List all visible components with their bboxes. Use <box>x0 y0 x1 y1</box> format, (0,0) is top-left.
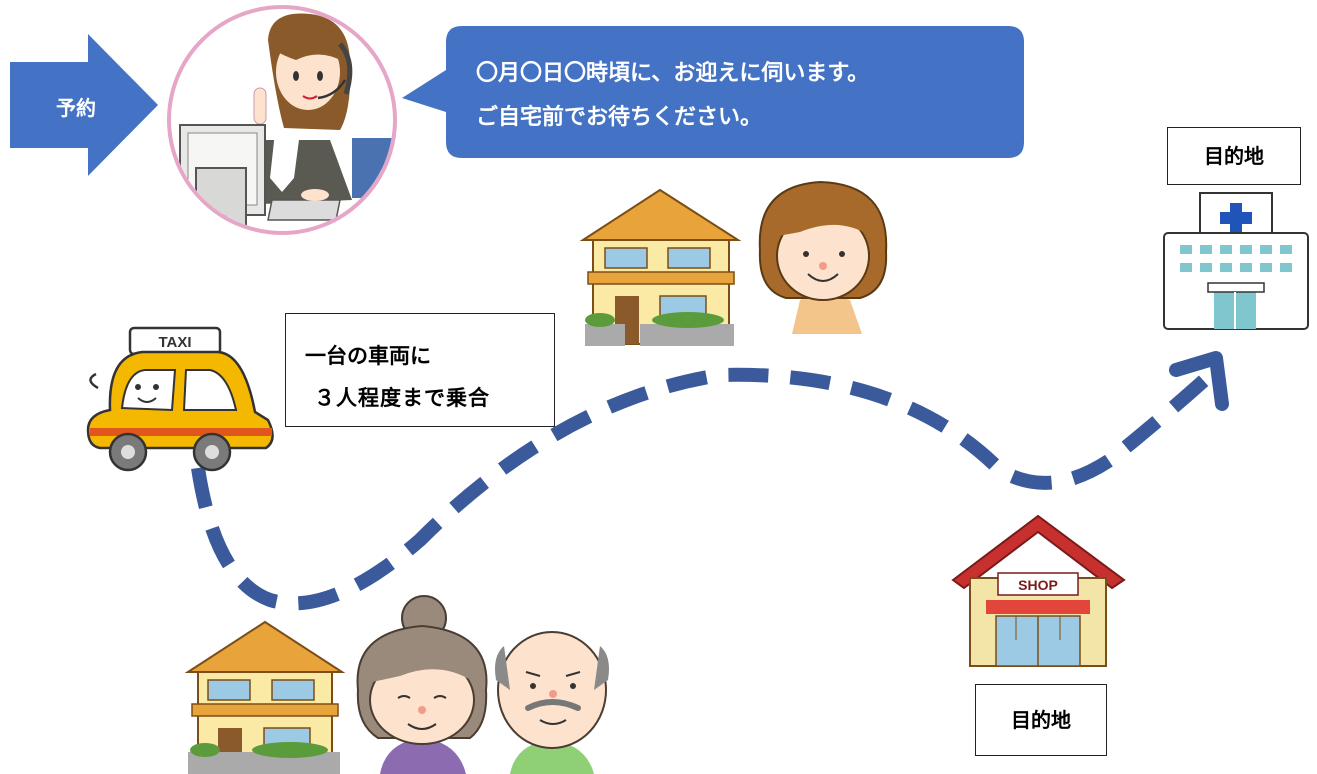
shop-sign-text: SHOP <box>1018 577 1058 593</box>
arrow-right-icon <box>10 34 158 176</box>
operator-message-line2: ご自宅前でお待ちください。 <box>476 105 763 130</box>
house-icon <box>184 620 346 774</box>
speech-bubble-icon <box>402 26 1024 158</box>
hospital-icon <box>1163 192 1309 330</box>
route-path-icon <box>191 351 1229 611</box>
carpool-note-line2: ３人程度まで乗合 <box>314 386 490 410</box>
taxi-icon: TAXI <box>86 326 274 472</box>
woman-icon <box>758 180 888 334</box>
elderly-man-icon <box>495 631 609 774</box>
operator-message-line1: 〇月〇日〇時頃に、お迎えに伺います。 <box>476 61 870 86</box>
carpool-note-box <box>285 313 555 427</box>
destination-bottom-label: 目的地 <box>975 684 1107 756</box>
operator-icon <box>167 5 397 235</box>
destination-top-label: 目的地 <box>1167 127 1301 185</box>
elderly-woman-icon <box>356 595 488 774</box>
reservation-label: 予約 <box>56 96 96 120</box>
taxi-sign-text: TAXI <box>158 334 191 351</box>
shop-icon: SHOP <box>951 514 1126 667</box>
carpool-note-line1: 一台の車両に <box>305 344 431 368</box>
operator-message: 〇月〇日〇時頃に、お迎えに伺います。 ご自宅前でお待ちください。 <box>476 52 1006 140</box>
house-icon <box>579 188 742 346</box>
